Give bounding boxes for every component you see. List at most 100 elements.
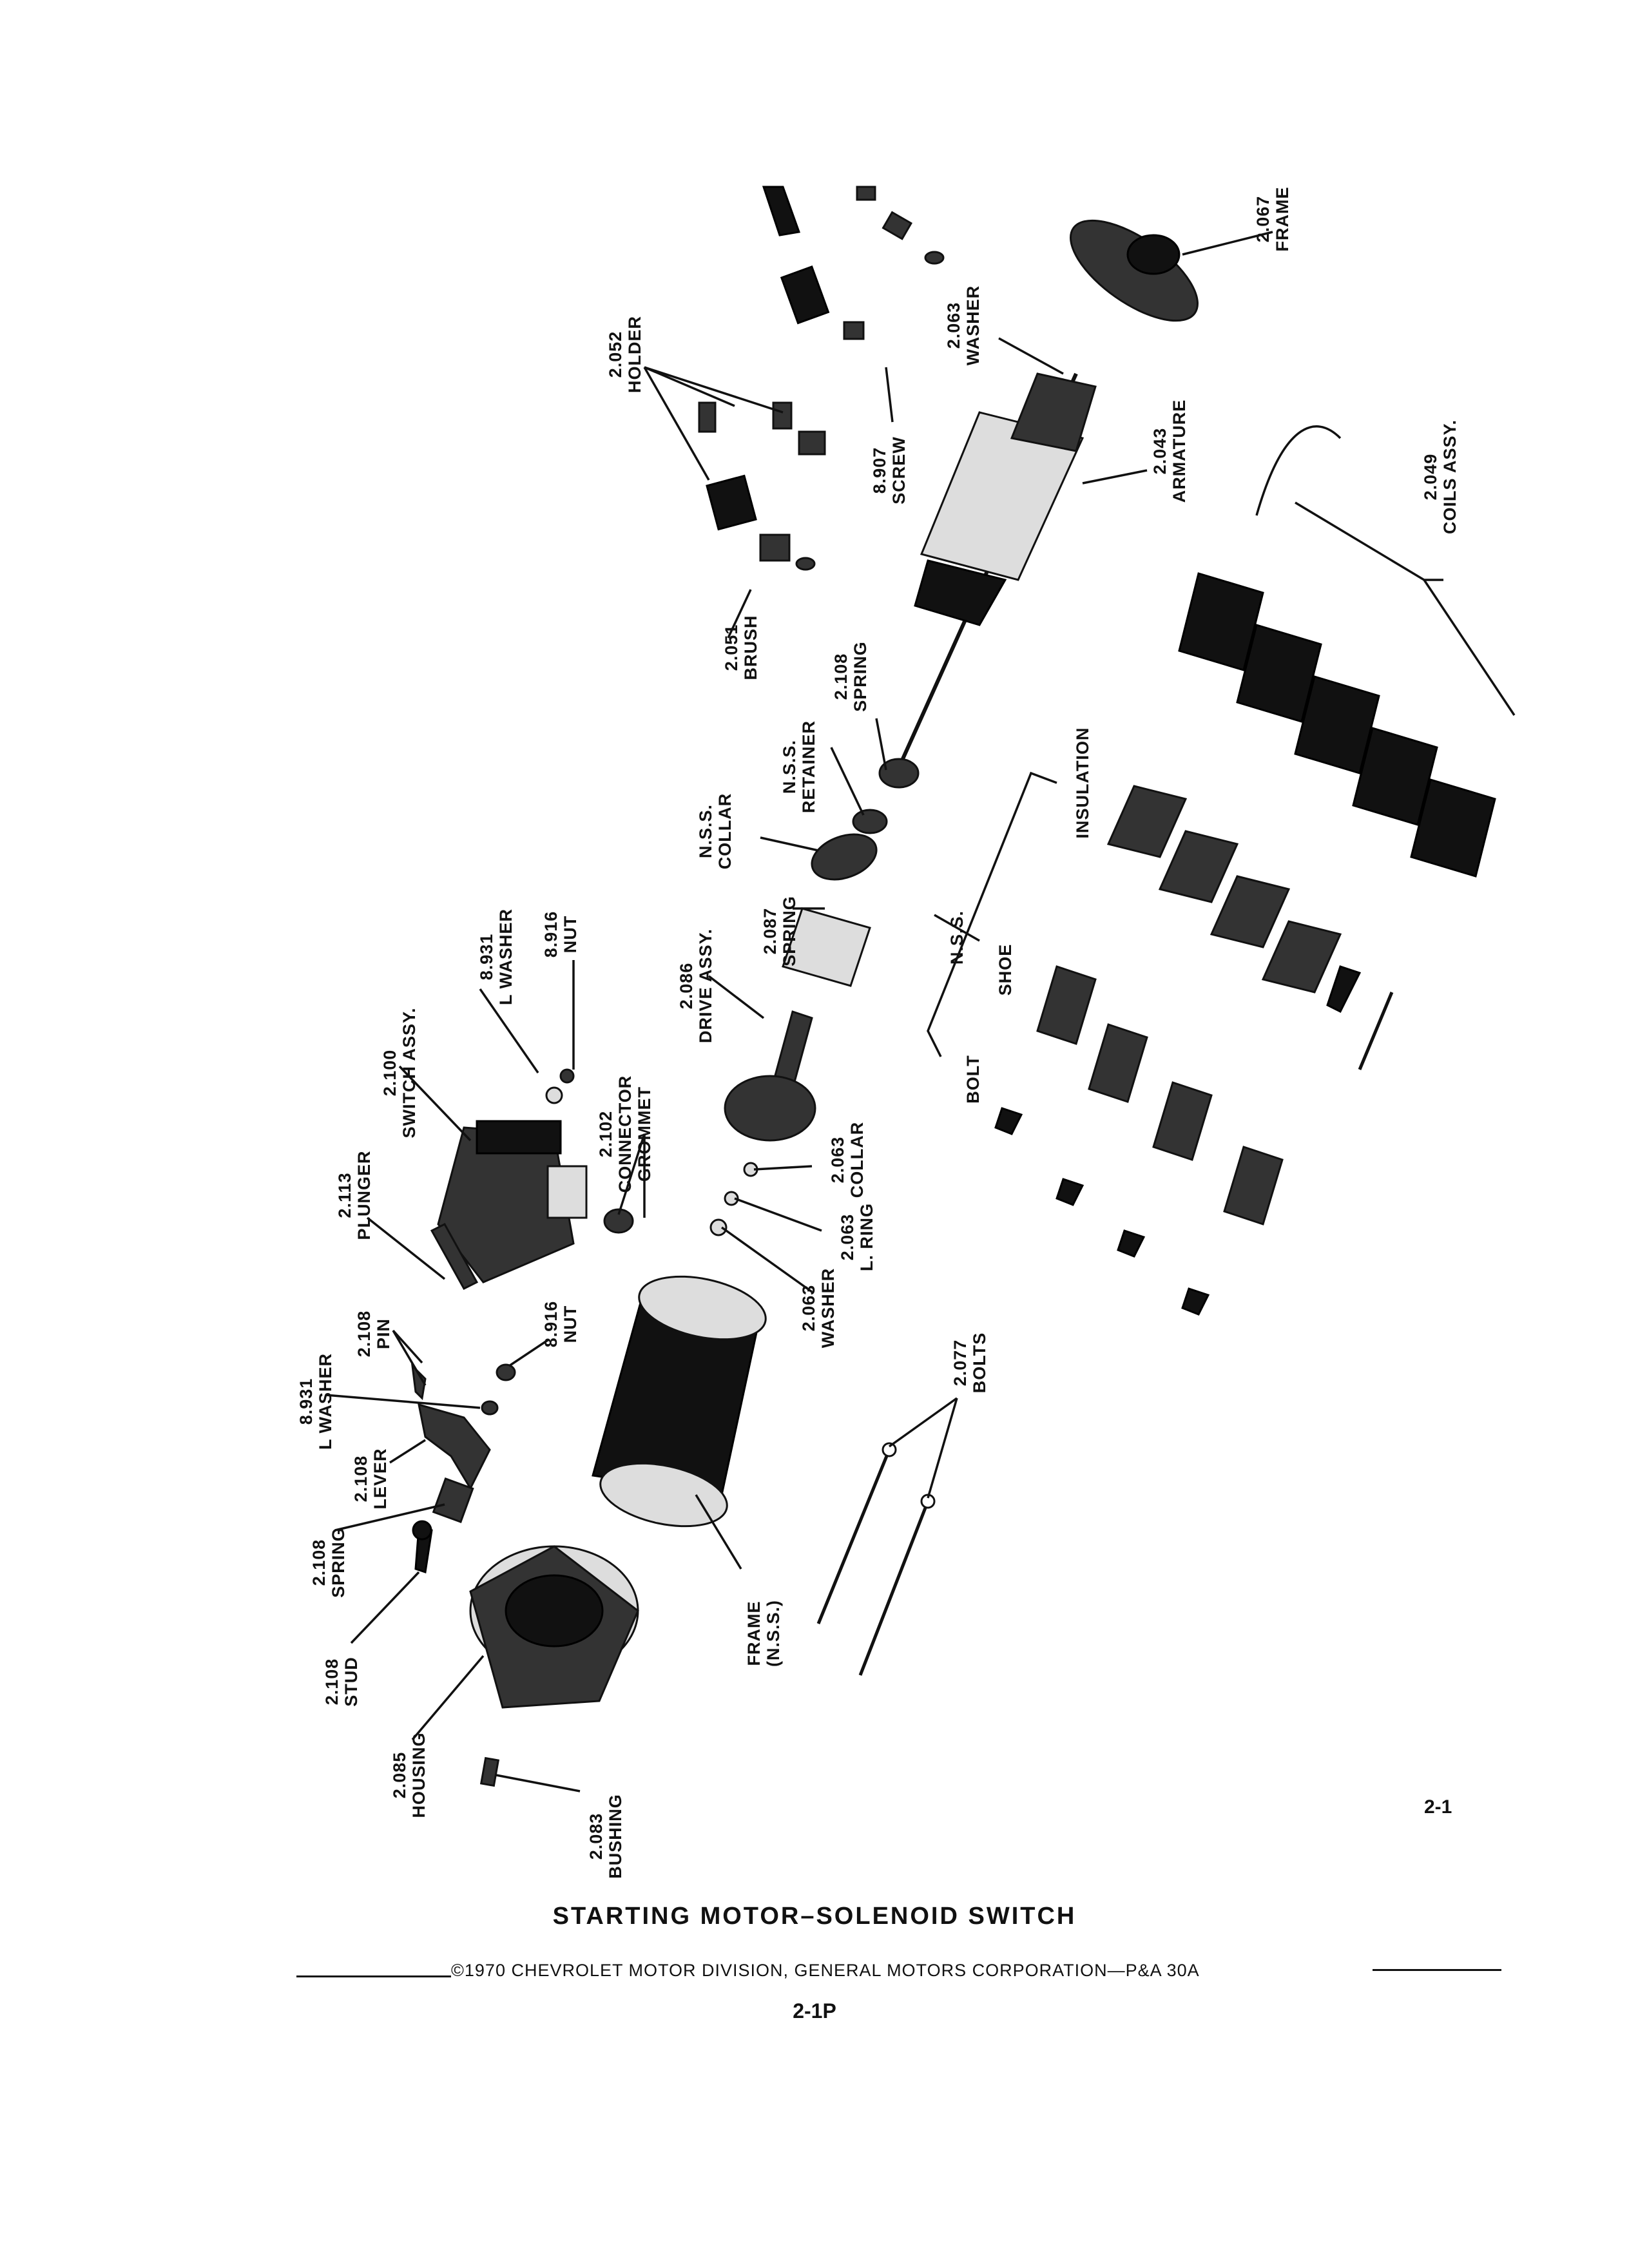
label-num: N.S.S. xyxy=(780,739,799,794)
page-code: 2-1P xyxy=(793,1999,836,2023)
shoe-bolts xyxy=(994,1107,1210,1316)
label-num: 2.063 xyxy=(838,1213,857,1261)
label-num: 2.113 xyxy=(335,1172,354,1218)
label-num: 2.083 xyxy=(586,1812,606,1860)
label-name: PIN xyxy=(374,1318,393,1350)
label-name: LEVER xyxy=(371,1448,390,1510)
label-num: 2.087 xyxy=(760,907,780,955)
drive-housing-part xyxy=(469,1545,639,1709)
label-name: HOUSING xyxy=(409,1732,429,1818)
solenoid-switch-part xyxy=(430,1068,588,1290)
label-frame-end: 2.067 FRAME xyxy=(1253,184,1292,255)
label-name: L WASHER xyxy=(316,1353,335,1450)
label-name: NUT xyxy=(561,915,580,954)
leader-lines xyxy=(325,231,1516,1792)
label-frame-nss: FRAME (N.S.S.) xyxy=(744,1585,783,1682)
label-num: 2.051 xyxy=(722,624,741,671)
label-name: DRIVE ASSY. xyxy=(696,928,715,1044)
label-lring: 2.063 L. RING xyxy=(838,1192,876,1282)
label-name: COILS ASSY. xyxy=(1440,419,1460,535)
label-name: HOLDER xyxy=(625,316,644,393)
label-spring-low: 2.108 SPRING xyxy=(309,1517,348,1608)
label-nut-top: 8.916 NUT xyxy=(541,896,580,973)
label-name: CONNECTOR xyxy=(615,1075,635,1193)
label-collar-063: 2.063 COLLAR xyxy=(828,1115,867,1205)
label-bolt: BOLT xyxy=(963,1050,983,1108)
label-name2: GROMMET xyxy=(635,1086,654,1182)
label-num: 2.063 xyxy=(828,1136,847,1184)
label-num: 2.108 xyxy=(831,653,851,700)
through-bolts xyxy=(816,1442,936,1676)
label-num: 2.108 xyxy=(322,1658,342,1706)
label-name: SPRING xyxy=(851,641,870,712)
label-num: N.S.S. xyxy=(696,803,715,859)
brush-holder-parts xyxy=(698,186,945,571)
label-coils: 2.049 COILS ASSY. xyxy=(1421,409,1460,544)
label-name: WASHER xyxy=(818,1267,838,1349)
label-spring-087: 2.087 SPRING xyxy=(760,886,799,976)
label-insulation: INSULATION xyxy=(1073,715,1092,850)
label-name: ARMATURE xyxy=(1170,399,1189,503)
label-num: 2.085 xyxy=(390,1751,409,1799)
drive-end-frame-part xyxy=(1070,219,1199,322)
label-name: BOLT xyxy=(963,1055,983,1104)
label-plunger: 2.113 PLUNGER xyxy=(335,1144,374,1247)
label-bolts: 2.077 BOLTS xyxy=(950,1321,989,1405)
drive-components xyxy=(709,758,920,1236)
field-coils-part xyxy=(1178,425,1496,878)
label-switch: 2.100 SWITCH ASSY. xyxy=(380,1002,419,1144)
label-num: 2.067 xyxy=(1253,195,1273,243)
armature-part xyxy=(900,372,1097,762)
label-name: SHOE xyxy=(996,943,1015,996)
label-num: 2.108 xyxy=(309,1539,329,1586)
label-num: 2.102 xyxy=(596,1110,615,1158)
label-lever: 2.108 LEVER xyxy=(351,1443,390,1514)
label-name: BRUSH xyxy=(741,615,760,680)
label-stud: 2.108 STUD xyxy=(322,1646,361,1717)
label-num: 2.108 xyxy=(354,1310,374,1358)
label-connector: 2.102 CONNECTOR GROMMET xyxy=(596,1070,654,1198)
connector-grommet-part xyxy=(603,1208,634,1234)
label-washer-top: 2.063 WASHER xyxy=(944,284,983,367)
label-retainer: N.S.S. RETAINER xyxy=(780,715,818,818)
label-nut-mid: 8.916 NUT xyxy=(541,1289,580,1360)
main-frame-part xyxy=(592,1275,767,1528)
label-name: PLUNGER xyxy=(354,1150,374,1240)
label-num: 8.931 xyxy=(477,933,496,981)
label-housing: 2.085 HOUSING xyxy=(390,1724,429,1827)
label-name: STUD xyxy=(342,1657,361,1707)
label-spring-top: 2.108 SPRING xyxy=(831,631,870,722)
label-name: L. RING xyxy=(857,1203,876,1271)
label-armature: 2.043 ARMATURE xyxy=(1150,393,1189,509)
footer-rule-left xyxy=(296,1975,451,1977)
pole-shoes xyxy=(1036,965,1284,1225)
insulation-strips xyxy=(1106,785,1394,1070)
label-name: WASHER xyxy=(963,285,983,366)
bushing-part xyxy=(479,1756,500,1787)
label-name: INSULATION xyxy=(1073,727,1092,839)
label-num: 8.931 xyxy=(296,1378,316,1425)
label-name: RETAINER xyxy=(799,720,818,814)
label-nss-group: N.S.S. xyxy=(947,902,967,973)
label-lwasher-top: 8.931 L WASHER xyxy=(477,899,516,1015)
label-screw: 8.907 SCREW xyxy=(870,428,909,512)
label-shoe: SHOE xyxy=(996,941,1015,999)
label-num: 2.043 xyxy=(1150,427,1170,475)
label-name: L WASHER xyxy=(496,908,516,1006)
page-title: STARTING MOTOR–SOLENOID SWITCH xyxy=(552,1903,1077,1930)
label-num: 2.077 xyxy=(950,1339,970,1387)
label-num: 2.049 xyxy=(1421,453,1440,501)
label-name: SCREW xyxy=(889,436,909,505)
figure-number: 2-1 xyxy=(1424,1796,1452,1818)
label-num: 2.052 xyxy=(606,331,625,378)
label-name: SPRING xyxy=(780,896,799,966)
label-drive: 2.086 DRIVE ASSY. xyxy=(677,925,715,1047)
label-num: 8.907 xyxy=(870,447,889,494)
label-name: COLLAR xyxy=(847,1121,867,1198)
lever-assembly-parts xyxy=(410,1363,516,1573)
label-name: BOLTS xyxy=(970,1332,989,1394)
label-num: 8.916 xyxy=(541,1300,561,1348)
label-name: FRAME xyxy=(744,1600,764,1666)
label-num: 2.108 xyxy=(351,1455,371,1503)
